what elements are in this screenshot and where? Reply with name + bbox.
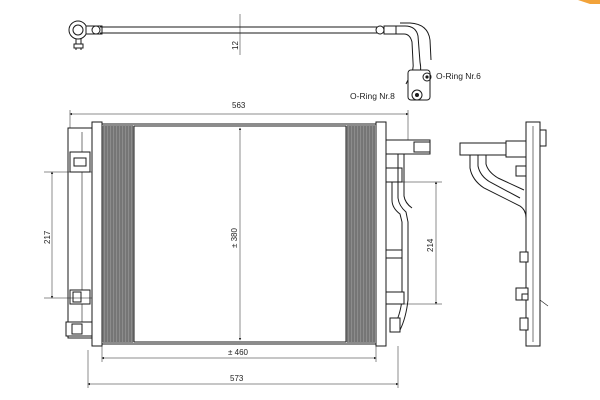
width-top-label: 563 xyxy=(232,101,246,110)
left-side-view xyxy=(65,127,95,339)
right-fittings xyxy=(385,139,431,333)
right-height-label: 214 xyxy=(426,238,435,252)
corner-accent xyxy=(578,0,600,4)
top-view-pipe xyxy=(68,14,432,101)
oring-8-label: O-Ring Nr.8 xyxy=(350,91,395,101)
left-height-label: 217 xyxy=(43,230,52,244)
condenser-body xyxy=(91,121,387,347)
left-fin-block xyxy=(102,125,134,343)
right-side-view xyxy=(459,121,549,347)
right-fin-block xyxy=(346,125,375,343)
core-width-label: ± 460 xyxy=(228,348,249,357)
width-bottom-label: 573 xyxy=(230,374,244,383)
pipe-offset-label: 12 xyxy=(231,41,240,50)
core-height-label: ± 380 xyxy=(230,227,239,248)
oring-6-label: O-Ring Nr.6 xyxy=(436,71,481,81)
